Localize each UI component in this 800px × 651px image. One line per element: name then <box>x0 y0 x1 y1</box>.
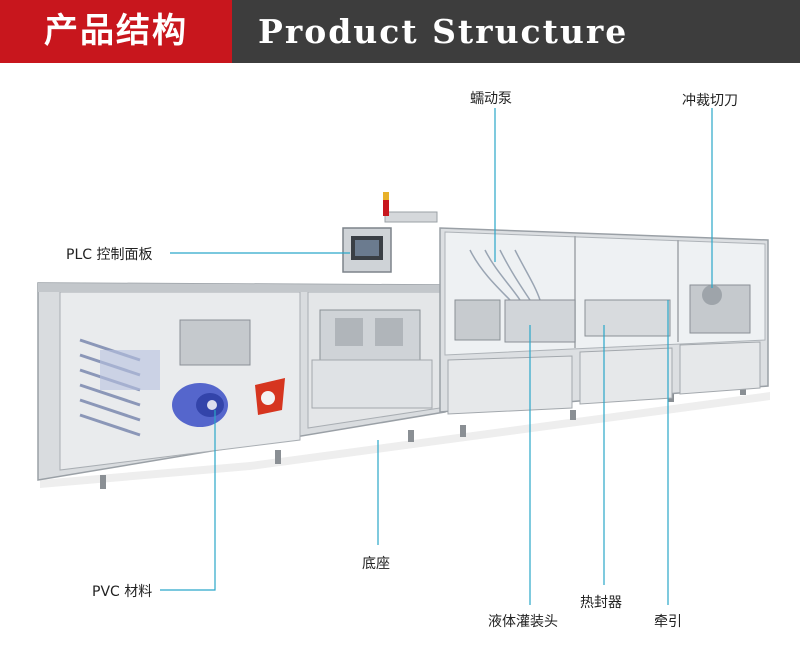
machine-illustration <box>37 108 770 605</box>
label-heat-sealer: 热封器 <box>580 595 622 611</box>
label-liquid-filling-head: 液体灌装头 <box>488 614 558 630</box>
label-base: 底座 <box>362 556 390 572</box>
title-en: Product Structure <box>258 12 629 51</box>
label-punch-cutter: 冲裁切刀 <box>682 93 738 109</box>
label-pvc-material: PVC 材料 <box>92 584 153 600</box>
label-plc-panel: PLC 控制面板 <box>66 247 153 263</box>
label-peristaltic-pump: 蠕动泵 <box>470 91 512 107</box>
header-bar: 产品结构 Product Structure <box>0 0 800 63</box>
title-cn: 产品结构 <box>0 0 232 63</box>
label-traction: 牵引 <box>654 614 682 630</box>
